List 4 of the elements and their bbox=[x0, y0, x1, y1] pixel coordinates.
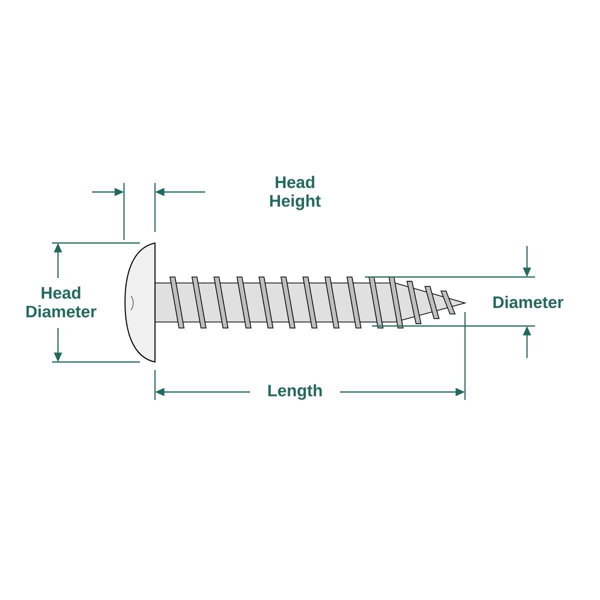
dimension-label: Head Diameter bbox=[26, 286, 96, 318]
dimension-label: Length bbox=[268, 384, 322, 400]
dimension-label: Diameter bbox=[493, 296, 564, 308]
dimension-label: Head Height bbox=[270, 176, 321, 210]
